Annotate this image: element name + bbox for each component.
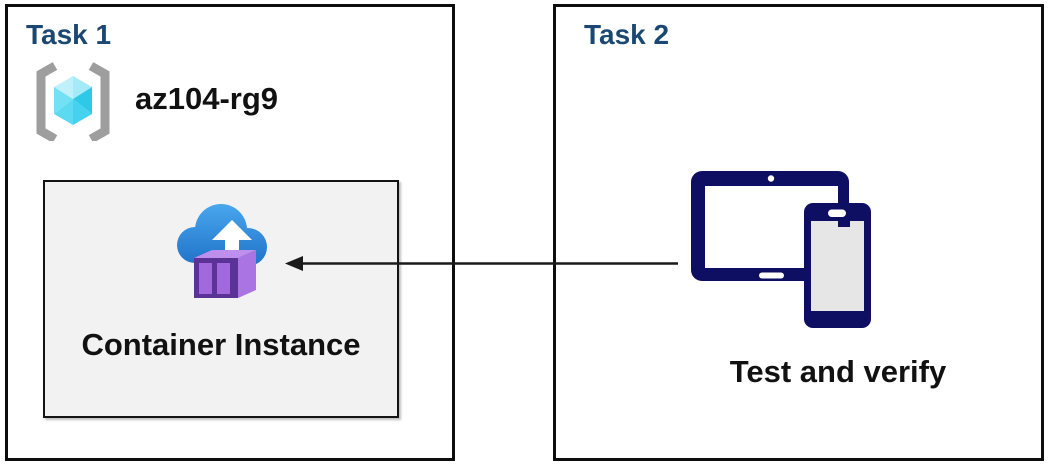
- container-instance-label: Container Instance: [81, 327, 361, 362]
- devices-icon: [691, 171, 871, 328]
- task2-box: Task 2 Test and verify: [553, 4, 1044, 461]
- task1-box: Task 1 az104-rg9: [5, 4, 455, 461]
- home-button-icon: [759, 272, 784, 279]
- test-verify-label: Test and verify: [729, 354, 947, 389]
- bracket-right-icon: [88, 62, 110, 141]
- resource-group-row: az104-rg9: [33, 61, 278, 141]
- bracket-left-icon: [36, 62, 58, 141]
- task1-title: Task 1: [26, 19, 112, 50]
- camera-dot-icon: [767, 175, 775, 182]
- phone-icon: [804, 203, 871, 328]
- resource-group-name: az104-rg9: [135, 81, 279, 116]
- speaker-slot-icon: [828, 209, 846, 217]
- task2-title: Task 2: [584, 19, 670, 50]
- tablet-frame-overlap: [838, 217, 850, 227]
- container-cube-icon: [194, 250, 256, 298]
- resource-group-icon: [36, 62, 110, 141]
- container-instance-box: Container Instance: [43, 180, 399, 418]
- container-instance-icon: [177, 204, 267, 298]
- phone-screen: [811, 221, 864, 311]
- cube-icon: [54, 76, 92, 125]
